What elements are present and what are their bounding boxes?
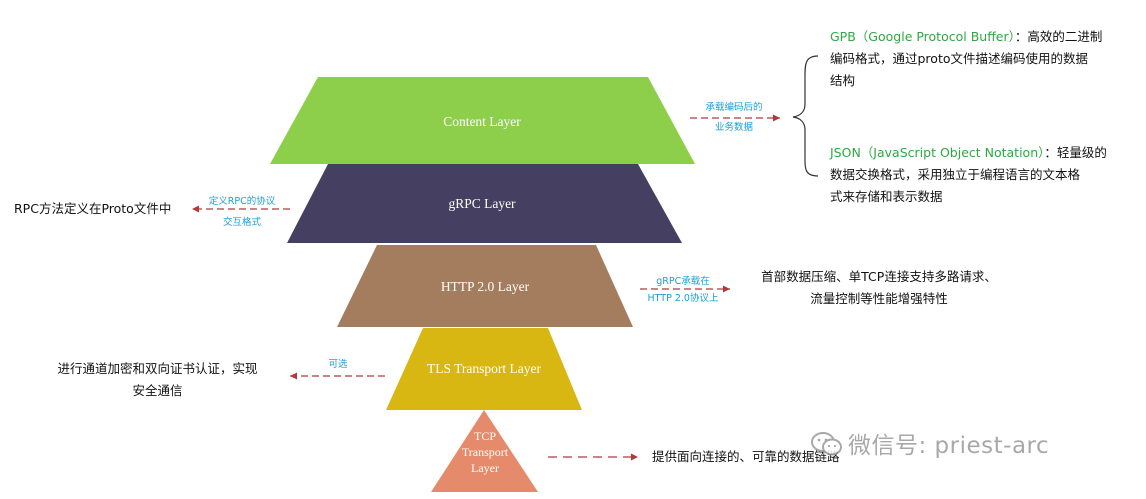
wechat-icon	[810, 430, 844, 464]
watermark: 微信号: priest-arc	[810, 426, 1049, 464]
http2-layer-shape	[337, 245, 633, 327]
grpc-annotation-line2: 交互格式	[223, 216, 262, 228]
tls-layer-shape	[386, 328, 582, 410]
tls-note: 进行通道加密和双向证书认证，实现 安全通信	[40, 358, 275, 402]
tcp-layer-label-line2: Transport	[462, 445, 509, 459]
gpb-desc-1: ：高效的二进制	[1014, 29, 1103, 44]
json-desc-2: 数据交换格式，采用独立于编程语言的文本格	[830, 167, 1081, 182]
http2-note-line2: 流量控制等性能增强特性	[810, 291, 948, 306]
gpb-name: GPB（Google Protocol Buffer）	[830, 29, 1015, 44]
grpc-layer-shape	[287, 164, 682, 243]
gpb-note: GPB（Google Protocol Buffer）：高效的二进制 编码格式，…	[830, 26, 1130, 92]
tcp-note: 提供面向连接的、可靠的数据链路	[652, 446, 840, 468]
json-note: JSON（JavaScript Object Notation）：轻量级的 数据…	[830, 142, 1130, 208]
tcp-layer-shape	[431, 410, 538, 492]
json-desc-1: ：轻量级的	[1044, 145, 1107, 160]
watermark-text: 微信号: priest-arc	[848, 433, 1050, 459]
content-annotation-line2: 业务数据	[715, 121, 754, 133]
http2-note-line1: 首部数据压缩、单TCP连接支持多路请求、	[761, 269, 997, 284]
tls-note-line2: 安全通信	[132, 383, 183, 398]
content-layer-shape	[270, 77, 695, 164]
grpc-note-text: RPC方法定义在Proto文件中	[14, 201, 172, 216]
json-name: JSON（JavaScript Object Notation）	[830, 145, 1045, 160]
tcp-layer-label-line3: Layer	[471, 461, 499, 475]
content-annotation-line1: 承载编码后的	[705, 101, 762, 113]
http2-annotation-line1: gRPC承载在	[656, 275, 710, 287]
http2-layer-label: HTTP 2.0 Layer	[441, 279, 530, 294]
grpc-annotation-line1: 定义RPC的协议	[209, 195, 276, 207]
tcp-note-text: 提供面向连接的、可靠的数据链路	[652, 449, 840, 464]
tls-annotation: 可选	[328, 358, 348, 370]
gpb-desc-2: 编码格式，通过proto文件描述编码使用的数据	[830, 51, 1088, 66]
http2-annotation-line2: HTTP 2.0协议上	[648, 292, 719, 304]
content-layer-label: Content Layer	[443, 114, 521, 129]
format-brace	[792, 55, 819, 177]
http2-note: 首部数据压缩、单TCP连接支持多路请求、 流量控制等性能增强特性	[744, 266, 1014, 310]
grpc-layer-label: gRPC Layer	[448, 196, 516, 211]
json-desc-3: 式来存储和表示数据	[830, 189, 943, 204]
tls-layer-label: TLS Transport Layer	[427, 361, 541, 376]
grpc-note: RPC方法定义在Proto文件中	[14, 198, 171, 220]
tls-note-line1: 进行通道加密和双向证书认证，实现	[57, 361, 258, 376]
gpb-desc-3: 结构	[830, 73, 856, 88]
tcp-layer-label-line1: TCP	[474, 429, 496, 443]
